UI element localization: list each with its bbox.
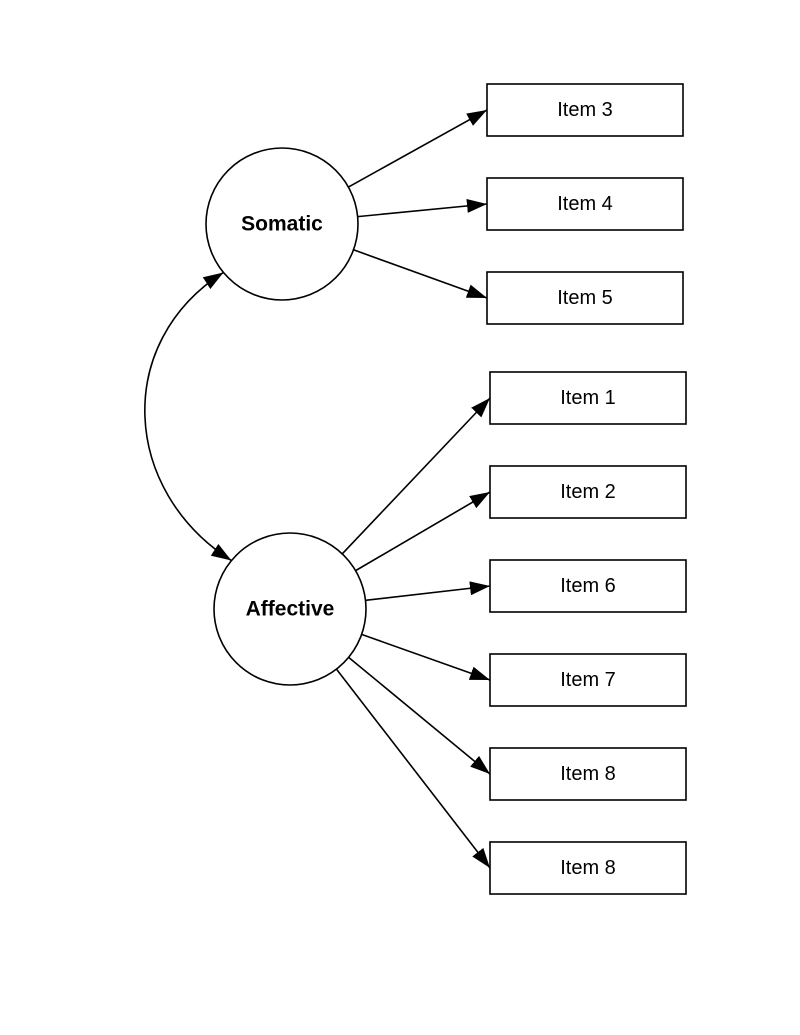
item-box-item1 <box>489 371 687 425</box>
item-label-item1: Item 1 <box>560 387 616 409</box>
factor-label-affective: Affective <box>246 598 335 621</box>
loading-arrow-somatic-item4 <box>357 198 488 218</box>
item-node-item8a: Item 8 <box>489 747 687 801</box>
item-box-item3 <box>486 83 684 137</box>
item-box-item4 <box>486 177 684 231</box>
item-box-item7 <box>489 653 687 707</box>
loading-arrow-affective-item6 <box>365 581 491 602</box>
edges-layer <box>144 109 491 869</box>
covariance-arc-somatic-affective <box>144 271 232 562</box>
item-node-item4: Item 4 <box>486 177 684 231</box>
loading-arrow-affective-item8b <box>335 668 491 869</box>
item-label-item7: Item 7 <box>560 669 616 691</box>
loading-arrow-affective-item2 <box>355 491 491 572</box>
item-label-item3: Item 3 <box>557 99 613 121</box>
item-label-item6: Item 6 <box>560 575 616 597</box>
loading-arrow-somatic-item3 <box>348 109 488 188</box>
loading-arrow-affective-item8a <box>348 656 491 775</box>
item-node-item2: Item 2 <box>489 465 687 519</box>
item-box-item8b <box>489 841 687 895</box>
factor-circle-somatic <box>205 147 359 301</box>
item-label-item5: Item 5 <box>557 287 613 309</box>
loading-arrow-somatic-item5 <box>353 249 488 299</box>
item-node-item8b: Item 8 <box>489 841 687 895</box>
loading-arrow-affective-item1 <box>341 397 491 555</box>
factor-circle-affective <box>213 532 367 686</box>
item-node-item7: Item 7 <box>489 653 687 707</box>
loading-arrow-affective-item7 <box>361 633 491 681</box>
item-label-item8a: Item 8 <box>560 763 616 785</box>
item-box-item5 <box>486 271 684 325</box>
factor-label-somatic: Somatic <box>241 213 323 236</box>
item-node-item5: Item 5 <box>486 271 684 325</box>
item-label-item8b: Item 8 <box>560 857 616 879</box>
factor-node-somatic: Somatic <box>205 147 359 301</box>
factor-node-affective: Affective <box>213 532 367 686</box>
item-box-item2 <box>489 465 687 519</box>
item-box-item6 <box>489 559 687 613</box>
item-node-item1: Item 1 <box>489 371 687 425</box>
item-box-item8a <box>489 747 687 801</box>
item-node-item6: Item 6 <box>489 559 687 613</box>
item-label-item4: Item 4 <box>557 193 613 215</box>
item-node-item3: Item 3 <box>486 83 684 137</box>
item-label-item2: Item 2 <box>560 481 616 503</box>
